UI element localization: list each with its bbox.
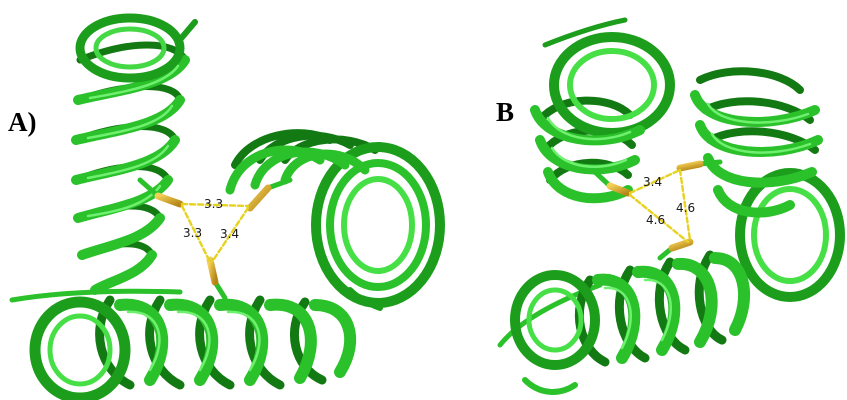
distance-label: 4.6 [646,213,665,227]
distance-label: 3.3 [204,197,223,211]
helix-a3 [12,291,350,398]
panel-a: 3.3 3.3 3.4 A) [8,18,440,398]
sidechain-a3 [210,260,225,298]
helix-b1 [535,20,670,198]
panel-label-b: B [496,97,514,127]
distance-label: 3.3 [183,226,202,240]
helix-a2 [230,133,440,308]
helix-a1 [76,18,195,290]
panel-b: 3.4 4.6 4.6 B [496,20,840,392]
sidechain-b3 [660,242,690,258]
distance-label: 3.4 [643,175,662,189]
distance-label: 4.6 [676,201,695,215]
distance-label: 3.4 [220,227,239,241]
helix-b3 [500,255,744,392]
panel-label-a: A) [8,107,37,137]
